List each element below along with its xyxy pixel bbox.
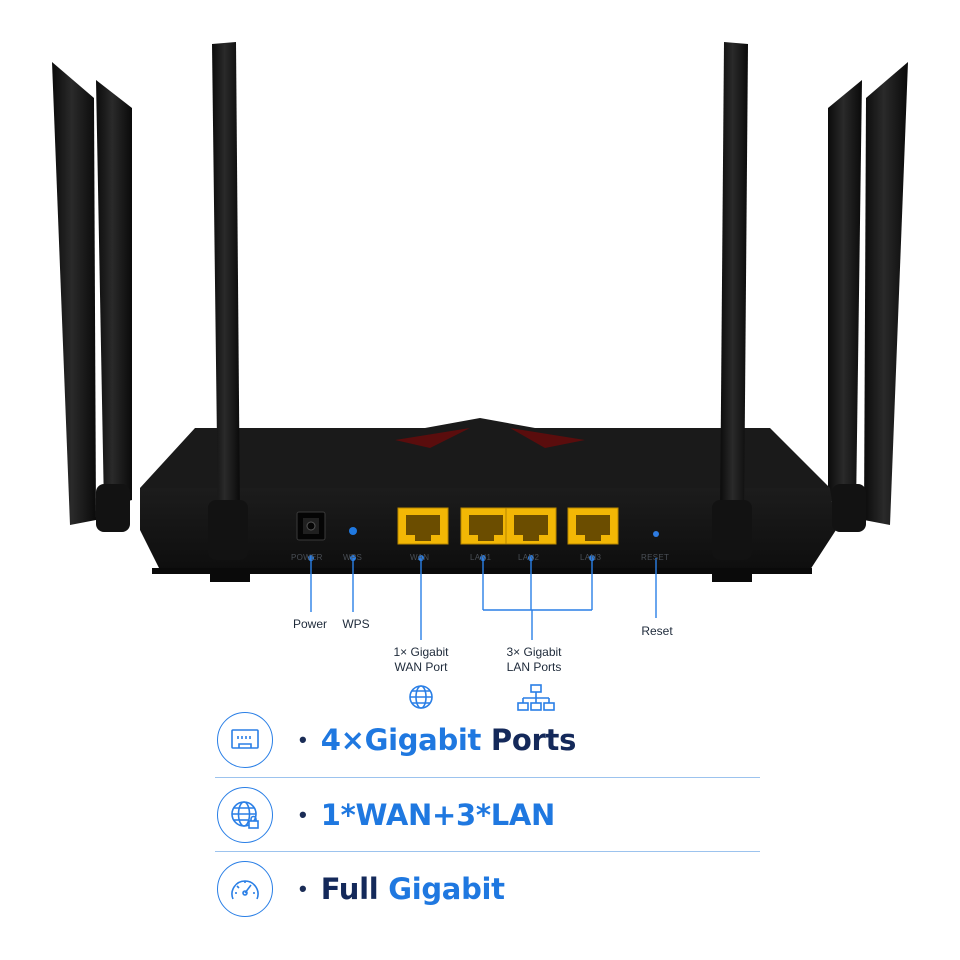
feature-ports: • 4×Gigabit Ports — [215, 709, 760, 771]
wps-port-label: WPS — [343, 553, 363, 562]
wan-callout-line1: 1× Gigabit — [393, 645, 449, 659]
feature-full-gigabit: • Full Gigabit — [215, 858, 760, 920]
lan-callout-line1: 3× Gigabit — [506, 645, 562, 659]
globe-lock-icon — [217, 787, 273, 843]
callout-dots — [308, 555, 595, 561]
antenna-back-left — [52, 62, 132, 525]
reset-callout: Reset — [641, 624, 673, 638]
antenna-front-left — [208, 42, 248, 560]
callout-lines — [310, 558, 657, 640]
feature-divider — [215, 777, 760, 778]
speedometer-icon — [217, 861, 273, 917]
lan-callout: 3× Gigabit LAN Ports — [494, 645, 574, 675]
reset-hole — [653, 531, 659, 537]
feature-rest: Ports — [481, 723, 577, 757]
feature-highlight: 4×Gigabit — [320, 723, 482, 757]
lan1-port-label: LAN1 — [470, 553, 492, 562]
feature-wan-lan: • 1*WAN+3*LAN — [215, 784, 760, 846]
lan3-port-label: LAN3 — [580, 553, 602, 562]
wan-port-label: WAN — [410, 553, 430, 562]
feature-bullet: • — [299, 727, 307, 752]
feature-prefix: Full — [320, 872, 389, 906]
wan-callout-line2: WAN Port — [394, 660, 448, 674]
wan-callout: 1× Gigabit WAN Port — [381, 645, 461, 675]
feature-text: 4×Gigabit Ports — [320, 723, 577, 757]
globe-icon — [409, 685, 433, 709]
feature-bullet: • — [299, 876, 307, 901]
lan3-port — [567, 507, 619, 545]
lan-callout-line2: LAN Ports — [506, 660, 562, 674]
network-topology-icon — [517, 684, 555, 711]
power-port-label: POWER — [291, 553, 323, 562]
feature-highlight: 1*WAN+3*LAN — [320, 798, 556, 832]
antenna-base-left — [96, 484, 130, 532]
feature-text: Full Gigabit — [321, 872, 505, 906]
power-callout: Power — [292, 617, 327, 631]
lan2-port-label: LAN2 — [518, 553, 540, 562]
feature-text: 1*WAN+3*LAN — [320, 798, 556, 832]
antenna-base-right — [832, 484, 866, 532]
feature-bullet: • — [299, 802, 307, 827]
power-jack — [296, 511, 326, 541]
antenna-back-right — [828, 62, 908, 525]
feature-highlight: Gigabit — [388, 872, 505, 906]
wan-port — [397, 507, 449, 545]
lan2-port — [505, 507, 557, 545]
antenna-front-right — [712, 42, 752, 560]
reset-port-label: RESET — [641, 553, 670, 562]
ethernet-port-icon — [217, 712, 273, 768]
wps-callout: WPS — [342, 617, 370, 631]
lan1-port — [460, 507, 512, 545]
feature-divider — [215, 851, 760, 852]
wps-button — [349, 527, 357, 535]
